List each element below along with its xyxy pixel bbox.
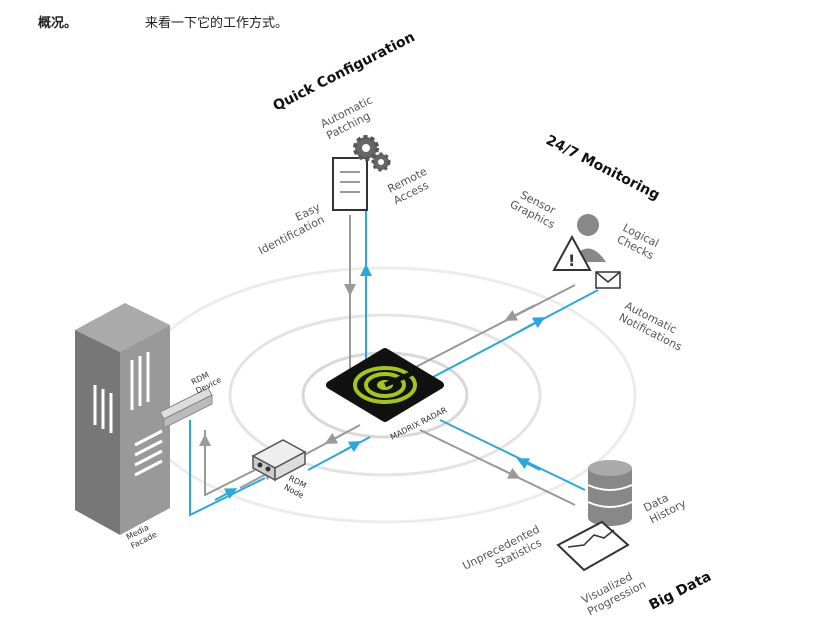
overview-heading: 概况。: [38, 16, 78, 31]
rdm-device-label: RDM Device: [190, 370, 223, 395]
madrix-radar-device: [326, 348, 444, 422]
big-data-title: Big Data: [647, 569, 714, 614]
visualized-progression-label: Visualized Progression: [579, 570, 648, 618]
automatic-patching-label: Automatic Patching: [318, 93, 374, 142]
quick-config-title: Quick Configuration: [271, 29, 418, 114]
line-device-blue: [189, 420, 266, 517]
rdm-node-label: RDM Node: [283, 474, 308, 500]
monitoring-user-icon: !: [552, 214, 621, 289]
automatic-notifications-label: Automatic Notifications: [617, 299, 684, 354]
media-facade-server: [75, 303, 170, 535]
line-monitor-blue: [417, 289, 599, 386]
monitoring-title: 24/7 Monitoring: [543, 132, 662, 203]
svg-text:!: !: [568, 251, 575, 270]
easy-identification-label: Easy Identification: [256, 200, 326, 257]
svg-text:Identification: Identification: [256, 213, 326, 257]
unprecedented-statistics-label: Unprecedented Statistics: [460, 523, 544, 573]
line-device-gray: [204, 430, 256, 497]
rdm-node-device: [251, 439, 307, 482]
connection-lines: [189, 205, 599, 517]
database-icon: [587, 460, 633, 526]
logical-checks-label: Logical Checks: [615, 221, 661, 262]
overview-subtitle: 来看一下它的工作方式。: [145, 16, 289, 31]
sensor-graphics-label: Sensor Graphics: [508, 188, 558, 231]
rdm-device-bar: [159, 387, 213, 429]
data-history-label: Data History: [641, 491, 688, 526]
clipboard-gears-icon: [332, 135, 391, 211]
chart-card-icon: [556, 520, 630, 572]
remote-access-label: Remote Access: [385, 165, 431, 208]
line-node-blue: [307, 436, 371, 471]
line-monitor-gray: [409, 284, 576, 371]
line-data-blue: [439, 419, 586, 491]
